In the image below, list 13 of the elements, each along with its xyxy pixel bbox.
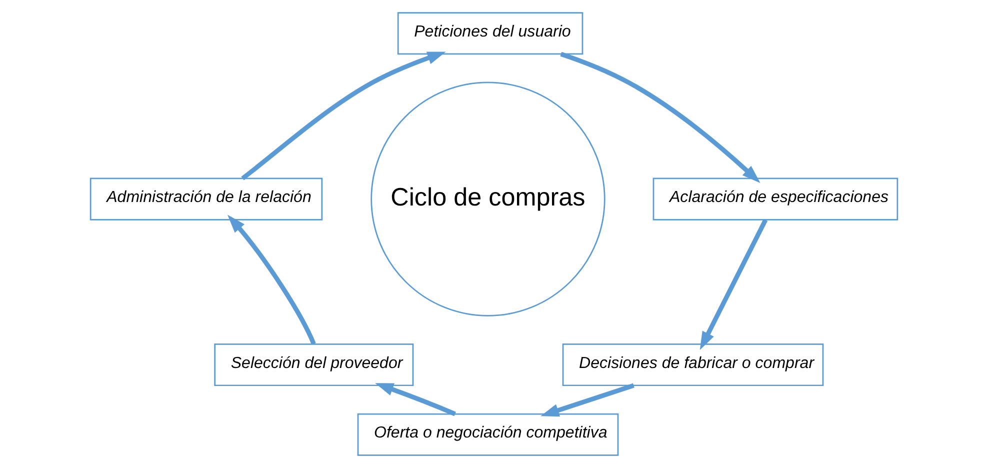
node-box: Aclaración de especificaciones (652, 178, 898, 220)
arrow (227, 214, 316, 345)
node-circle: Ciclo de compras (370, 82, 605, 316)
arrow (374, 383, 456, 416)
node-box: Decisiones de fabricar o comprar (562, 343, 824, 386)
node-box: Administración de la relación (89, 178, 322, 220)
arrow (560, 52, 760, 184)
node-box: Peticiones del usuario (396, 12, 583, 55)
arrow (540, 383, 634, 416)
node-box: Oferta o negociación competitiva (356, 413, 618, 456)
arrow (240, 52, 446, 180)
node-box: Selección del proveedor (214, 343, 414, 386)
arrow (699, 218, 768, 350)
